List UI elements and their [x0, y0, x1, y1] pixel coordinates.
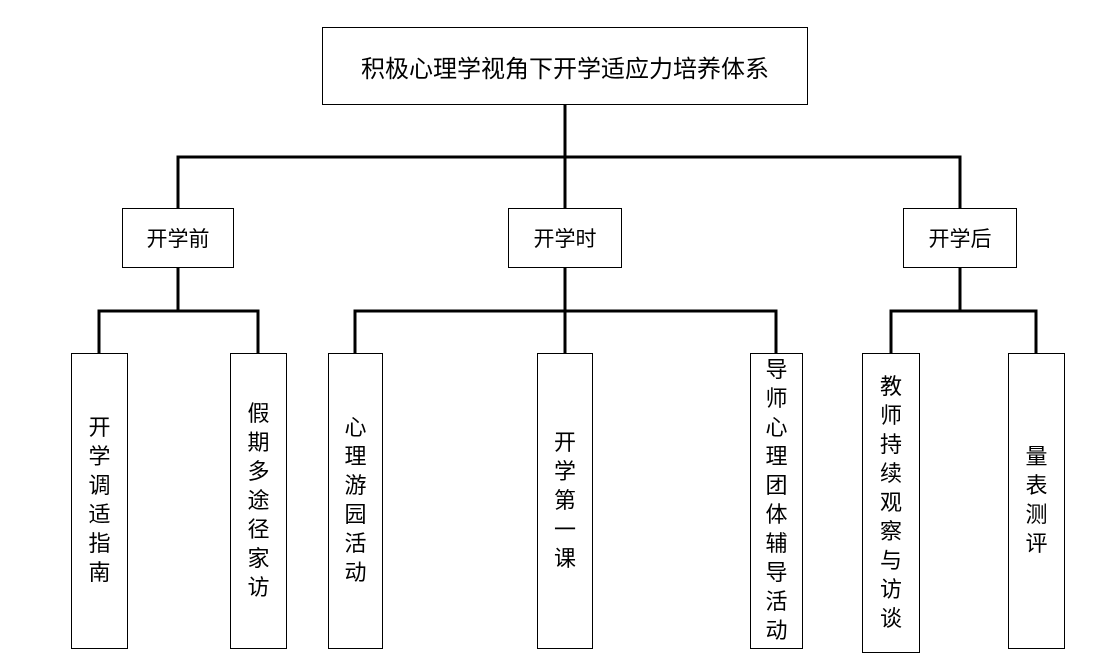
- leaf-char: 活: [344, 532, 367, 557]
- leaf-char: 动: [344, 561, 367, 586]
- leaf-node: 开学调适指南: [71, 353, 128, 649]
- leaf-char: 调: [88, 474, 111, 499]
- leaf-char: 教: [879, 374, 902, 400]
- phase-label: 开学后: [928, 227, 992, 251]
- leaf-char: 课: [553, 546, 576, 572]
- leaf-label: 假期多途径家访: [247, 400, 269, 603]
- leaf-char: 师: [765, 387, 788, 412]
- leaf-char: 团: [765, 474, 788, 499]
- leaf-char: 家: [247, 546, 270, 572]
- leaf-node: 导师心理团体辅导活动: [750, 353, 803, 649]
- leaf-char: 学: [88, 445, 111, 470]
- phase-label: 开学时: [533, 227, 597, 251]
- leaf-char: 指: [88, 532, 111, 557]
- leaf-char: 访: [879, 577, 902, 603]
- leaf-char: 动: [765, 619, 788, 644]
- leaf-char: 察: [879, 519, 902, 545]
- phase-node-before: 开学前: [122, 208, 234, 268]
- leaf-char: 开: [88, 416, 111, 441]
- leaf-char: 量: [1025, 445, 1048, 470]
- leaf-char: 多: [247, 459, 270, 485]
- leaf-node: 假期多途径家访: [230, 353, 287, 649]
- leaf-label: 导师心理团体辅导活动: [765, 356, 787, 646]
- phase-node-after: 开学后: [903, 208, 1017, 268]
- leaf-char: 持: [879, 432, 902, 458]
- leaf-char: 心: [765, 416, 788, 441]
- leaf-char: 访: [247, 575, 270, 601]
- leaf-char: 导: [765, 561, 788, 586]
- leaf-char: 开: [553, 430, 576, 456]
- leaf-char: 活: [765, 590, 788, 615]
- leaf-node: 开学第一课: [537, 353, 593, 649]
- leaf-char: 体: [765, 503, 788, 528]
- leaf-char: 心: [344, 416, 367, 441]
- leaf-char: 假: [247, 401, 270, 427]
- leaf-char: 学: [553, 459, 576, 485]
- leaf-label: 量表测评: [1025, 443, 1047, 559]
- leaf-char: 理: [344, 445, 367, 470]
- leaf-node: 心理游园活动: [328, 353, 383, 649]
- leaf-label: 教师持续观察与访谈: [880, 373, 902, 634]
- leaf-char: 与: [879, 548, 902, 574]
- leaf-char: 评: [1025, 532, 1048, 557]
- leaf-char: 师: [879, 403, 902, 429]
- leaf-char: 一: [553, 517, 576, 543]
- leaf-char: 适: [88, 503, 111, 528]
- leaf-label: 开学第一课: [554, 429, 576, 574]
- root-label: 积极心理学视角下开学适应力培养体系: [361, 54, 769, 83]
- leaf-char: 理: [765, 445, 788, 470]
- leaf-char: 谈: [879, 606, 902, 632]
- leaf-char: 辅: [765, 532, 788, 557]
- leaf-node: 教师持续观察与访谈: [862, 353, 920, 653]
- leaf-label: 心理游园活动: [344, 414, 366, 588]
- leaf-char: 第: [553, 488, 576, 514]
- phase-node-during: 开学时: [508, 208, 622, 268]
- leaf-char: 园: [344, 503, 367, 528]
- leaf-char: 观: [879, 490, 902, 516]
- leaf-char: 表: [1025, 474, 1048, 499]
- leaf-char: 续: [879, 461, 902, 487]
- leaf-char: 南: [88, 561, 111, 586]
- root-node: 积极心理学视角下开学适应力培养体系: [322, 27, 808, 105]
- leaf-char: 途: [247, 488, 270, 514]
- leaf-char: 径: [247, 517, 270, 543]
- leaf-node: 量表测评: [1008, 353, 1065, 649]
- leaf-char: 测: [1025, 503, 1048, 528]
- leaf-label: 开学调适指南: [88, 414, 110, 588]
- leaf-char: 导: [765, 358, 788, 383]
- phase-label: 开学前: [146, 227, 210, 251]
- leaf-char: 游: [344, 474, 367, 499]
- leaf-char: 期: [247, 430, 270, 456]
